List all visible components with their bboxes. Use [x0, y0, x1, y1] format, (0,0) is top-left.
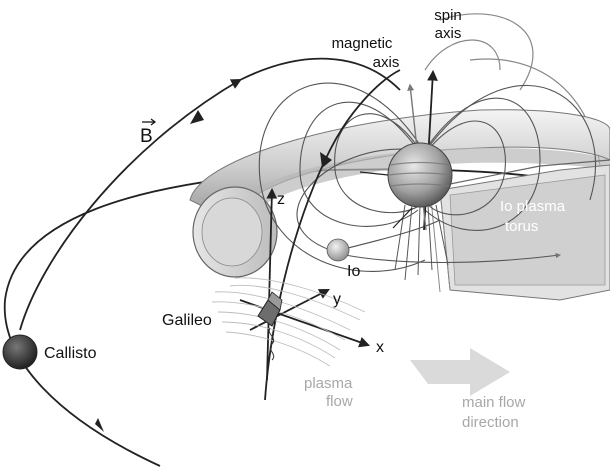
b-field-label: B — [140, 126, 153, 147]
plasma-flow-label-2: flow — [326, 393, 353, 410]
plasma-flow-label-1: plasma — [304, 375, 353, 392]
b-vector-arrow — [142, 118, 156, 126]
jupiter-field-lines — [258, 82, 596, 272]
jupiter-planet — [387, 142, 453, 208]
io-moon — [326, 238, 350, 262]
z-axis-line — [266, 187, 278, 381]
jupiter-bands — [388, 161, 452, 187]
io-flux-line-2 — [344, 252, 562, 264]
field-arc-top-right — [439, 13, 534, 91]
galileo-spacecraft — [257, 291, 283, 361]
main-flow-label-1: main flow — [462, 394, 526, 411]
b-field-arrow-upper — [190, 110, 204, 124]
callisto-moon — [2, 334, 38, 370]
main-flow-label-2: direction — [462, 414, 519, 431]
y-axis-line — [249, 289, 330, 331]
torus-label-2: torus — [505, 218, 538, 235]
galileo-label: Galileo — [162, 312, 212, 329]
b-field-line-outer — [19, 57, 401, 331]
galileo-trajectory — [264, 69, 401, 401]
torus-label-1: Io plasma — [500, 198, 566, 215]
x-axis-label: x — [376, 339, 384, 356]
jupiter-lower-field-lines — [394, 204, 449, 281]
y-axis-label: y — [333, 291, 341, 308]
io-label: Io — [347, 263, 360, 280]
callisto-label: Callisto — [44, 345, 97, 362]
jupiter-equator-tick-left — [359, 171, 389, 176]
spin-axis-label-2: axis — [435, 25, 462, 42]
torus-cross-section-inner — [201, 197, 263, 267]
field-arc-top-mid — [424, 39, 501, 71]
magnetic-axis-label-2: axis — [373, 54, 400, 71]
magnetic-axis-label-1: magnetic — [332, 35, 393, 52]
io-flux-line-1 — [339, 219, 441, 251]
spin-axis-label-1: spin — [434, 7, 462, 24]
b-field-arrow-lower — [95, 418, 104, 432]
z-axis-label: z — [277, 191, 285, 208]
main-flow-arrow — [410, 348, 510, 396]
plasma-flow-streamlines — [211, 277, 366, 367]
galileo-trajectory-arrow — [320, 152, 332, 168]
jupiter-equator-tick-lower — [392, 207, 413, 229]
